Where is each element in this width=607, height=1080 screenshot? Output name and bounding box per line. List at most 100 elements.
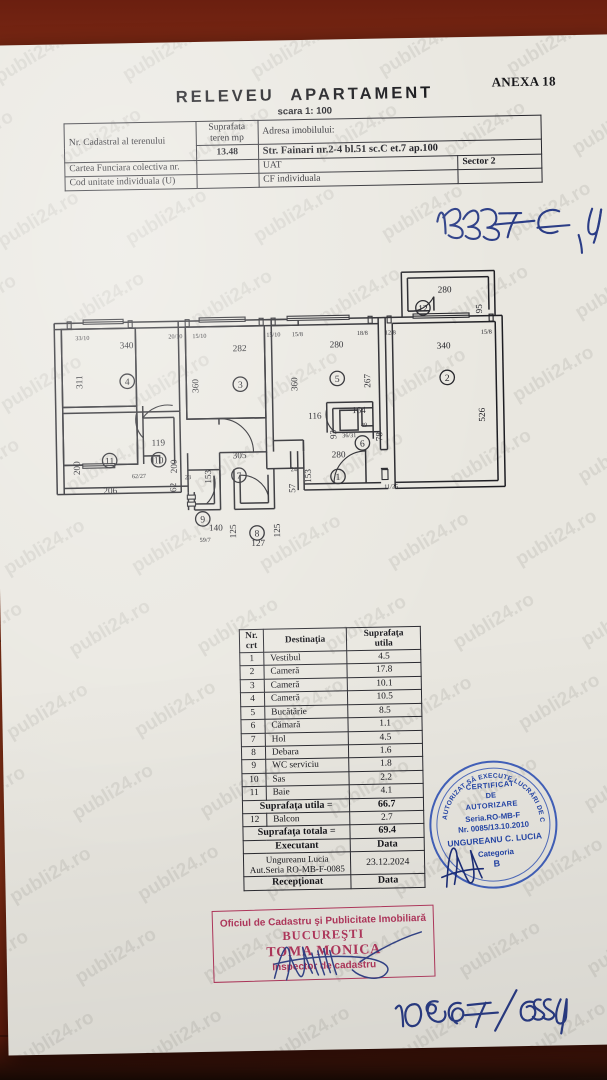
room-nr: 4 [240,692,265,707]
page-title-part1: RELEVEU [175,86,275,107]
room-area: 4.1 [349,783,424,799]
room-marker-2: 2 [439,369,456,386]
room-area: 1.6 [348,743,423,759]
dimension-label: 36/31 [342,432,356,439]
room-nr: 9 [241,759,266,774]
executant-date: 23.12.2024 [350,850,425,876]
dimension-label: 33/10 [75,335,89,342]
dimension-label: 116 [308,411,322,421]
svg-text:9: 9 [200,514,205,525]
svg-text:11: 11 [105,456,115,467]
room-nr: 7 [241,732,266,747]
room-marker-7: 7 [231,467,247,484]
room-marker-11: 11 [101,452,118,469]
room-area: 10.1 [347,676,422,692]
cf-individual-value [458,167,543,184]
room-marker-12: 12 [415,299,431,316]
svg-text:12: 12 [418,303,428,314]
total-area-value: 69.4 [350,823,425,839]
dimension-label: 127 [251,538,265,548]
stamp-line-de: DE [485,790,497,801]
room-nr: 6 [240,719,266,734]
room-marker-6: 6 [354,435,371,451]
stamp-line-categoria: Categoria [477,846,515,860]
balcony-area: 2.7 [349,810,424,826]
dimension-label: 360 [289,377,299,391]
unit-code-label: Cod unitate individuala (U) [64,174,197,191]
dimension-label: 57 [287,483,297,493]
dimension-label: 62 [168,482,178,492]
room-area: 2.2 [349,770,424,785]
dimension-label: 119 [152,438,166,448]
svg-text:6: 6 [360,439,365,450]
room-nr: 10 [241,773,267,787]
room-area: 1.1 [348,716,423,732]
terrain-area-value: 13.48 [196,144,259,161]
data-label-2: Data [351,873,426,889]
dimension-label: 93 [328,429,338,439]
dimension-label: 24 [291,466,297,473]
total-area-label: Suprafaţa totala = [242,825,351,841]
data-label-1: Data [350,837,425,852]
dimension-label: 153 [303,469,313,483]
col-header-destination: Destinaţia [263,627,348,653]
dimension-label: 95 [474,304,484,314]
dimension-label: 153 [203,469,213,483]
dimension-label: 49 [361,422,367,429]
dimension-label: 18/8 [357,330,368,337]
dimension-label: 15/10 [266,331,280,338]
room-area: 8.5 [348,703,422,718]
stamp-line-category-value: B [493,858,501,869]
room-area: 10.5 [347,689,422,705]
handwritten-registration-number [392,987,583,1042]
room-area: 4.5 [348,729,423,745]
cadastral-number-label: Nr. Cadastral al terenului [63,121,197,163]
dimension-label: 125 [272,523,282,537]
svg-text:8: 8 [255,528,260,539]
room-marker-10: 10 [150,451,167,468]
col-header-nr: Nr.crt [239,629,264,653]
dimension-label: 78 [374,432,384,442]
stamp-line-autorizare: AUTORIZARE [465,798,519,812]
dimension-label: 15/8 [292,331,303,338]
dimension-label: 15/8 [481,329,492,336]
receptionat-label: Recepţionat [243,875,352,891]
dimension-label: 360 [190,379,200,393]
page-title-part2: APARTAMENT [290,83,434,105]
room-nr: 5 [240,705,265,720]
room-nr: 11 [242,786,267,801]
svg-text:5: 5 [335,374,340,385]
dimension-label: 280 [332,449,346,459]
dimension-label: 340 [120,340,134,350]
svg-text:3: 3 [238,380,243,391]
room-nr: 3 [240,679,265,694]
svg-text:10: 10 [154,455,164,466]
authorization-round-stamp: AUTORIZAT SĂ EXECUTE LUCRĂRI DE CADASTRU… [424,755,563,895]
dimension-label: 15/10 [192,333,206,340]
room-area: 17.8 [347,662,422,678]
cf-individual-label: CF individuala [258,169,459,187]
dimension-label: 12/8 [385,329,396,336]
dimension-label: 526 [477,407,487,421]
dimension-label: 140 [209,523,223,533]
room-area: 4.5 [347,649,421,665]
dimension-label: 200 [72,461,82,475]
svg-text:1: 1 [336,472,341,483]
signature-inspector [273,931,423,981]
dimension-label: 340 [437,340,451,350]
room-marker-1: 1 [330,468,346,485]
room-marker-4: 4 [119,373,136,390]
room-nr: 1 [239,652,264,667]
room-marker-8: 8 [249,525,265,541]
dimension-label: 305 [233,450,247,460]
ocpi-red-stamp: Oficiul de Cadastru şi Publicitate Imobi… [211,904,436,983]
dimension-label: 11/25 [384,483,398,490]
